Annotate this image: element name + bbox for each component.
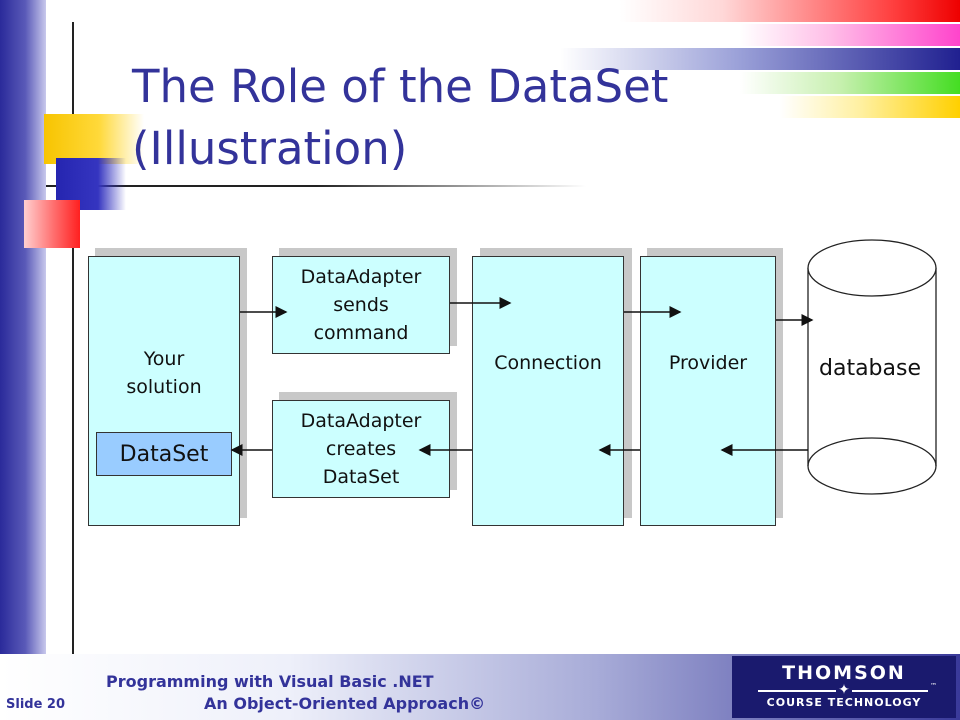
logo-main-text: THOMSON bbox=[782, 662, 906, 684]
adapter-creates-label: DataAdapter creates DataSet bbox=[300, 410, 422, 488]
connection-box: Connection bbox=[472, 256, 624, 526]
dataset-box: DataSet bbox=[96, 432, 232, 476]
slide-number: Slide 20 bbox=[6, 697, 66, 712]
your-solution-box: Your solution bbox=[88, 256, 240, 526]
logo-trademark: ™ bbox=[930, 682, 937, 690]
thomson-logo: THOMSON ✦ ™ COURSE TECHNOLOGY bbox=[732, 656, 956, 718]
yellow-square-decoration bbox=[44, 114, 144, 164]
adapter-sends-label: DataAdapter sends command bbox=[300, 266, 422, 344]
provider-label: Provider bbox=[668, 352, 748, 374]
navy-stripe-decoration bbox=[560, 48, 960, 70]
provider-box: Provider bbox=[640, 256, 776, 526]
adapter-sends-box: DataAdapter sends command bbox=[272, 256, 450, 354]
database-cylinder bbox=[807, 239, 937, 495]
left-decorative-bar bbox=[0, 0, 46, 720]
your-solution-label: Your solution bbox=[126, 348, 202, 398]
red-square-decoration bbox=[24, 200, 80, 248]
yellow-stripe-decoration bbox=[780, 96, 960, 118]
horizontal-rule bbox=[46, 185, 586, 187]
database-label: database bbox=[819, 356, 921, 381]
connection-label: Connection bbox=[494, 352, 602, 374]
footer-course-subtitle: An Object-Oriented Approach© bbox=[204, 694, 486, 713]
logo-sub-text: COURSE TECHNOLOGY bbox=[766, 696, 922, 709]
pink-stripe-decoration bbox=[740, 24, 960, 46]
red-stripe-decoration bbox=[620, 0, 960, 22]
vertical-rule bbox=[72, 22, 74, 718]
green-stripe-decoration bbox=[740, 72, 960, 94]
star-icon: ✦ bbox=[836, 682, 852, 698]
footer-course-title: Programming with Visual Basic .NET bbox=[106, 672, 434, 691]
slide-title: The Role of the DataSet (Illustration) bbox=[132, 60, 669, 175]
